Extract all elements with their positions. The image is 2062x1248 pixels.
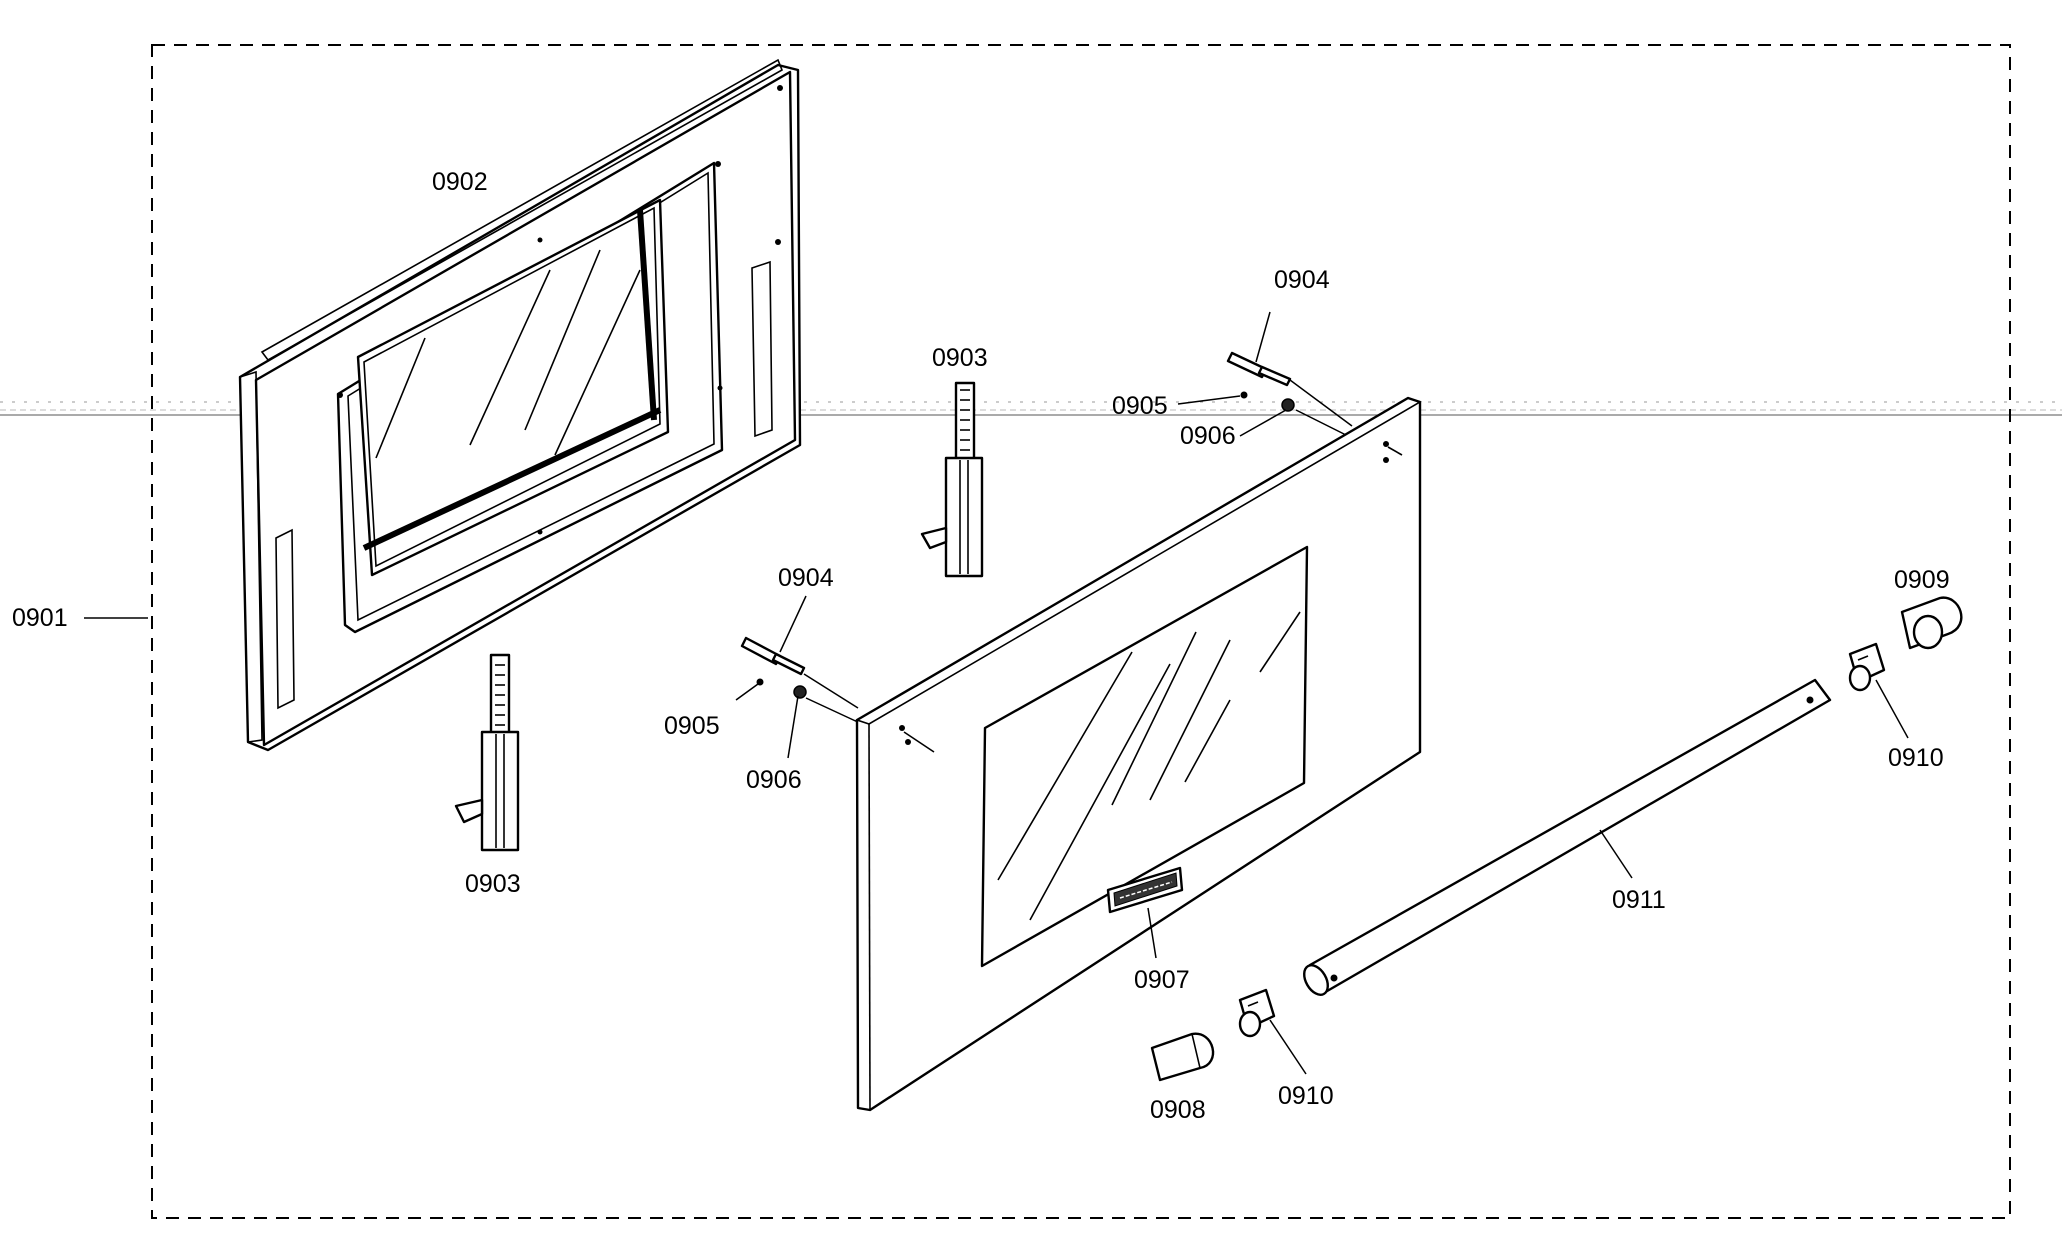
callout-0903-upper: 0903 — [932, 344, 988, 372]
callout-0904-upper: 0904 — [1274, 266, 1330, 294]
pin-assembly-upper — [1226, 351, 1353, 439]
pin-assembly-lower — [740, 636, 863, 725]
hinge-upper — [920, 381, 984, 578]
leader-lines — [84, 311, 1633, 959]
callout-0910-lower: 0910 — [1278, 1082, 1334, 1110]
callout-0902: 0902 — [432, 168, 488, 196]
callout-0907: 0907 — [1134, 966, 1190, 994]
callout-0905-lower: 0905 — [664, 712, 720, 740]
handle-bar — [1303, 678, 1832, 996]
assembly-boundary — [151, 44, 2011, 1219]
callout-0903-lower: 0903 — [465, 870, 521, 898]
end-cap-right — [1900, 596, 1963, 650]
hinge-lower — [454, 653, 520, 852]
callout-labels: 0901 0902 0903 0903 0904 0904 0905 0905 … — [12, 168, 1950, 1124]
end-cap-left — [1150, 1032, 1215, 1082]
nameplate-badge — [1106, 866, 1184, 914]
outer-door-panel — [855, 396, 1422, 1112]
handle-bracket-left — [1238, 988, 1307, 1075]
callout-0904-lower: 0904 — [778, 564, 834, 592]
callout-0901: 0901 — [12, 604, 68, 632]
callout-0906-lower: 0906 — [746, 766, 802, 794]
callout-0908: 0908 — [1150, 1096, 1206, 1124]
callout-0906-upper: 0906 — [1180, 422, 1236, 450]
callout-0910-right: 0910 — [1888, 744, 1944, 772]
callout-0909: 0909 — [1894, 566, 1950, 594]
callout-0911: 0911 — [1612, 886, 1666, 914]
handle-bracket-right — [1848, 642, 1909, 739]
inner-door-panel — [238, 58, 802, 752]
callout-0905-upper: 0905 — [1112, 392, 1168, 420]
